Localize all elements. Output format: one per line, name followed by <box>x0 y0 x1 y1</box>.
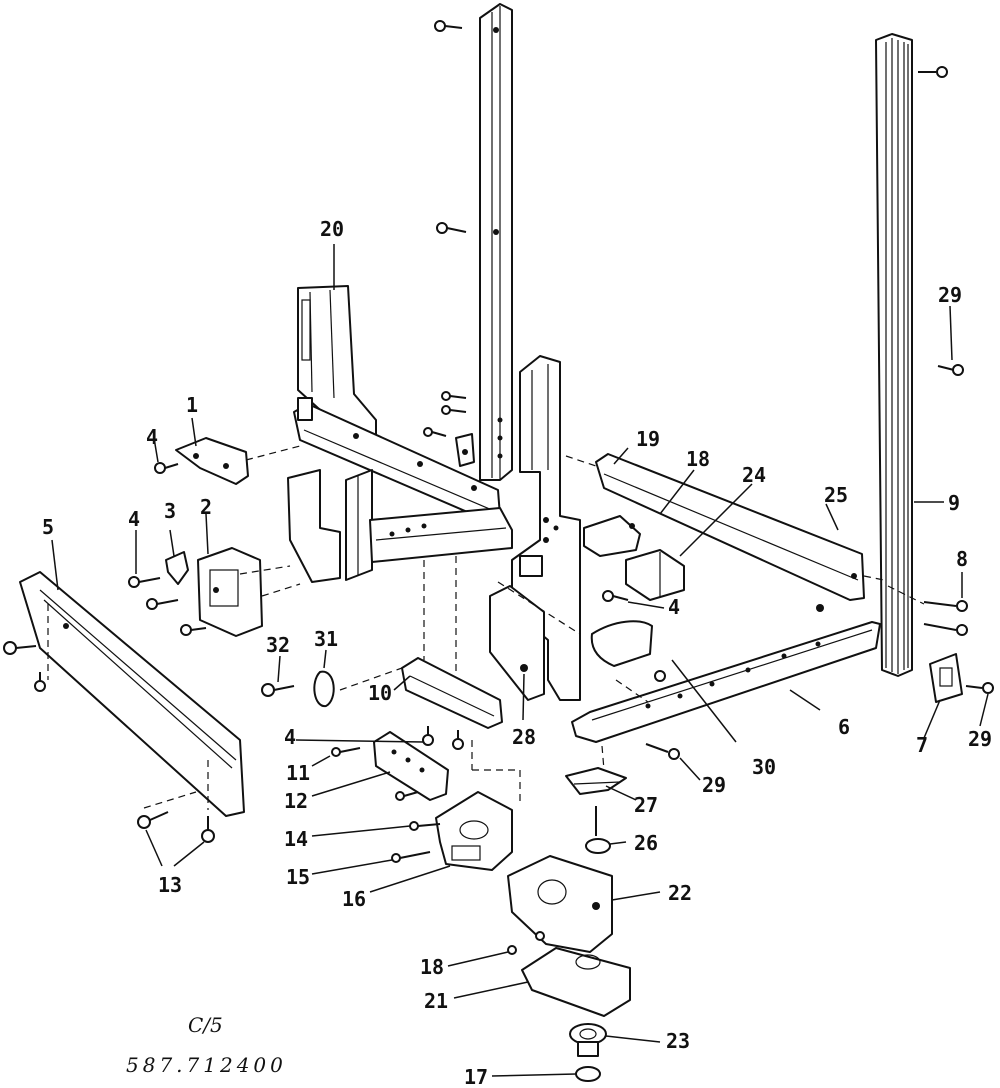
label-4-right: 4 <box>668 595 680 619</box>
track-screw-29-top <box>937 364 964 376</box>
hinge-22 <box>507 855 613 953</box>
label-18-lower: 18 <box>420 955 444 979</box>
label-31: 31 <box>314 627 338 651</box>
spring-27 <box>565 767 627 795</box>
screws-13 <box>137 811 215 843</box>
right-track-top-screw <box>918 66 948 78</box>
screw-4-left <box>154 462 179 474</box>
frame-left-leg <box>287 469 373 583</box>
label-8: 8 <box>956 547 968 571</box>
frame-lower-crossbar <box>369 507 513 563</box>
label-26: 26 <box>634 831 658 855</box>
rail-5 <box>19 571 245 817</box>
label-5: 5 <box>42 515 54 539</box>
nut-17 <box>575 1066 601 1082</box>
label-18-upper: 18 <box>686 447 710 471</box>
label-24: 24 <box>742 463 766 487</box>
label-29-bracket: 29 <box>968 727 992 751</box>
label-6: 6 <box>838 715 850 739</box>
plate-1 <box>175 437 249 485</box>
block-24 <box>625 549 685 601</box>
clamp-31 <box>313 670 335 707</box>
leader-lines <box>51 244 989 1077</box>
label-30: 30 <box>752 755 776 779</box>
label-21: 21 <box>424 989 448 1013</box>
screws-4-center <box>422 726 464 750</box>
right-track-9 <box>875 33 913 677</box>
screw-14-15 <box>391 791 441 863</box>
label-14: 14 <box>284 827 308 851</box>
cover-30 <box>590 620 666 682</box>
screw-29-bottom <box>645 743 680 760</box>
label-16: 16 <box>342 887 366 911</box>
label-4-bracket: 4 <box>128 507 140 531</box>
plate-12 <box>373 731 449 801</box>
rail-lower-screws <box>423 391 467 437</box>
frame-small-tab <box>297 397 543 577</box>
center-vertical-rail <box>479 3 513 481</box>
label-28: 28 <box>512 725 536 749</box>
label-1: 1 <box>186 393 198 417</box>
frame-lower-bracket <box>489 585 545 701</box>
screw-11 <box>331 747 361 757</box>
label-19: 19 <box>636 427 660 451</box>
footer-model-number: 587.712400 <box>126 1053 287 1077</box>
label-3: 3 <box>164 499 176 523</box>
label-7: 7 <box>916 733 928 757</box>
label-29-bottom: 29 <box>702 773 726 797</box>
label-15: 15 <box>286 865 310 889</box>
screw-26 <box>585 806 611 854</box>
label-10: 10 <box>368 681 392 705</box>
bracket-18-19 <box>583 515 641 557</box>
rail-mid-screw <box>436 222 467 234</box>
label-23: 23 <box>666 1029 690 1053</box>
label-29-top: 29 <box>938 283 962 307</box>
screws-18-bottom <box>507 931 545 955</box>
rail-19-25 <box>595 453 865 601</box>
label-12: 12 <box>284 789 308 813</box>
label-11: 11 <box>286 761 310 785</box>
label-17: 17 <box>464 1065 488 1088</box>
footer-code: C/5 <box>188 1013 223 1037</box>
rail-clip <box>455 433 475 467</box>
clip-3 <box>165 551 189 585</box>
track-screws-8 <box>923 600 968 636</box>
label-25: 25 <box>824 483 848 507</box>
bracket-2 <box>197 547 263 637</box>
screws-4-bracket <box>128 576 207 636</box>
rail-5-screws <box>3 641 46 692</box>
label-9: 9 <box>948 491 960 515</box>
label-20: 20 <box>320 217 344 241</box>
bushing-23 <box>569 1023 607 1057</box>
label-13: 13 <box>158 873 182 897</box>
label-27: 27 <box>634 793 658 817</box>
latch-14-16 <box>435 791 513 871</box>
assembly-guide-lines <box>47 445 925 810</box>
screw-4-right <box>602 590 629 602</box>
part-labels: 1 2 3 4 4 4 4 5 6 7 8 9 10 11 12 13 14 1… <box>42 217 992 1088</box>
rail-6 <box>571 604 881 743</box>
screw-32 <box>261 683 295 697</box>
bracket-10 <box>401 657 503 729</box>
rail-top-screw <box>434 20 463 32</box>
label-4-center: 4 <box>284 725 296 749</box>
label-22: 22 <box>668 881 692 905</box>
label-2: 2 <box>200 495 212 519</box>
track-bracket-7 <box>929 653 994 703</box>
label-4-plate: 4 <box>146 425 158 449</box>
plate-21 <box>521 947 631 1017</box>
label-32: 32 <box>266 633 290 657</box>
